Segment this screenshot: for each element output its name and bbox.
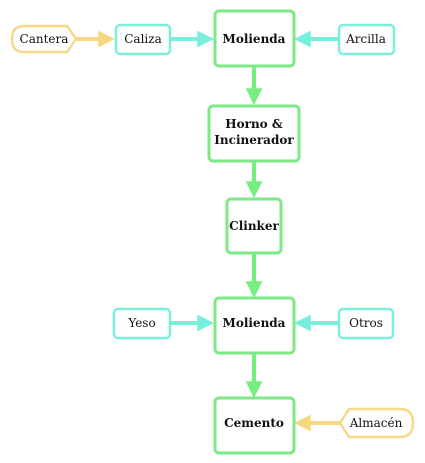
node-clinker: Clinker <box>225 197 283 255</box>
node-caliza-shape <box>114 23 172 56</box>
node-molienda-1: Molienda <box>213 9 296 68</box>
node-arcilla: Arcilla <box>337 23 396 56</box>
node-horno-label-line1: Horno & <box>225 117 283 131</box>
node-almacen-shape <box>338 407 415 439</box>
node-almacen-label: Almacén <box>349 416 403 430</box>
node-cantera: Cantera <box>10 24 78 54</box>
node-cemento-label: Cemento <box>224 416 284 430</box>
node-yeso: Yeso <box>112 307 172 340</box>
node-cemento-shape <box>213 396 296 455</box>
node-arcilla-shape <box>337 23 396 56</box>
node-otros: Otros <box>337 307 395 340</box>
node-clinker-label: Clinker <box>229 219 279 233</box>
node-horno-shape <box>207 104 301 163</box>
node-caliza: Caliza <box>114 23 172 56</box>
node-cemento: Cemento <box>213 396 296 455</box>
node-otros-label: Otros <box>349 316 383 330</box>
node-molienda-2-shape <box>213 296 296 355</box>
node-arcilla-label: Arcilla <box>345 32 386 46</box>
node-molienda-1-label: Molienda <box>223 32 286 46</box>
node-yeso-shape <box>112 307 172 340</box>
node-horno-incinerador: Horno & Incinerador <box>207 104 301 163</box>
node-caliza-label: Caliza <box>124 32 162 46</box>
node-molienda-2-label: Molienda <box>223 316 286 330</box>
node-molienda-2: Molienda <box>213 296 296 355</box>
node-otros-shape <box>337 307 395 340</box>
node-yeso-label: Yeso <box>127 316 155 330</box>
node-cantera-shape <box>10 24 78 54</box>
node-clinker-shape <box>225 197 283 255</box>
node-molienda-1-shape <box>213 9 296 68</box>
node-cantera-label: Cantera <box>20 32 69 46</box>
node-almacen: Almacén <box>338 407 415 439</box>
node-horno-label-line2: Incinerador <box>214 133 294 147</box>
edges <box>76 30 340 432</box>
